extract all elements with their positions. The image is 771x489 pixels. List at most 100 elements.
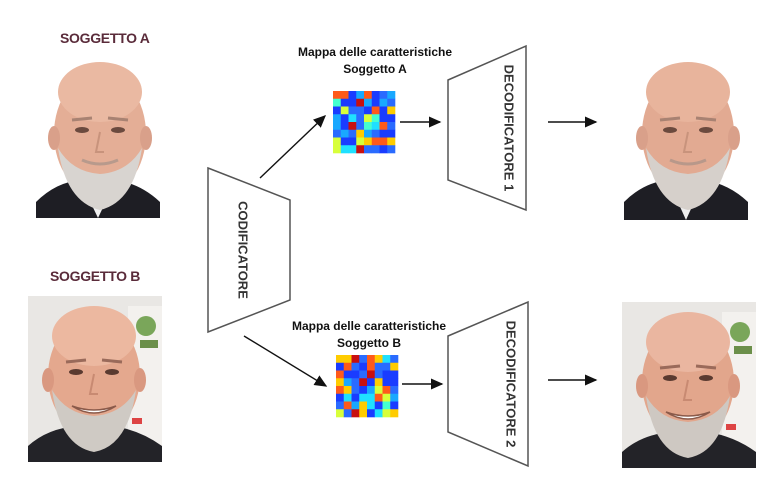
heatmap-cell [356, 137, 365, 146]
heatmap-cell [356, 114, 365, 123]
heatmap-cell [348, 145, 357, 154]
heatmap-cell [371, 98, 380, 107]
heatmap-cell [371, 122, 380, 131]
heatmap-cell [336, 393, 345, 402]
heatmap-cell [371, 106, 380, 115]
heatmap-cell [379, 106, 388, 115]
heatmap-cell [371, 91, 380, 100]
heatmap-cell [333, 106, 342, 115]
heatmap-cell [351, 401, 360, 410]
heatmap-cell [364, 122, 373, 131]
heatmap-cell [351, 393, 360, 402]
encoder-label: CODIFICATORE [236, 201, 251, 299]
feature-map-b-line2: Soggetto B [337, 336, 401, 350]
heatmap-cell [367, 393, 376, 402]
heatmap-cell [343, 355, 352, 364]
heatmap-cell [367, 362, 376, 371]
feature-map-b-heatmap [336, 355, 399, 418]
heatmap-cell [364, 91, 373, 100]
decoder-1-label: DECODIFICATORE 1 [502, 65, 517, 192]
heatmap-cell [356, 91, 365, 100]
heatmap-cell [351, 386, 360, 395]
heatmap-cell [336, 401, 345, 410]
heatmap-cell [359, 362, 368, 371]
heatmap-cell [390, 401, 399, 410]
heatmap-cell [387, 137, 396, 146]
subject-a-label: SOGGETTO A [60, 30, 150, 46]
heatmap-cell [371, 145, 380, 154]
output-a-photo [624, 50, 748, 220]
encoder-block [207, 166, 291, 334]
heatmap-cell [364, 145, 373, 154]
heatmap-cell [340, 91, 349, 100]
heatmap-cell [367, 355, 376, 364]
arrow-encoder-to-map-b [243, 335, 328, 387]
heatmap-cell [379, 137, 388, 146]
heatmap-cell [343, 370, 352, 379]
feature-map-a-title: Mappa delle caratteristiche Soggetto A [280, 44, 470, 78]
heatmap-cell [343, 386, 352, 395]
heatmap-cell [351, 378, 360, 387]
heatmap-cell [336, 386, 345, 395]
heatmap-cell [387, 98, 396, 107]
heatmap-cell [359, 393, 368, 402]
heatmap-cell [382, 386, 391, 395]
heatmap-cell [340, 122, 349, 131]
heatmap-cell [371, 137, 380, 146]
heatmap-cell [379, 91, 388, 100]
heatmap-cell [390, 362, 399, 371]
heatmap-cell [333, 129, 342, 138]
heatmap-cell [340, 98, 349, 107]
heatmap-cell [336, 370, 345, 379]
heatmap-cell [374, 370, 383, 379]
heatmap-cell [374, 409, 383, 418]
heatmap-cell [359, 386, 368, 395]
heatmap-cell [387, 91, 396, 100]
heatmap-cell [348, 91, 357, 100]
heatmap-cell [367, 370, 376, 379]
heatmap-cell [367, 401, 376, 410]
heatmap-cell [379, 129, 388, 138]
arrow-encoder-to-map-a [259, 115, 327, 179]
heatmap-cell [343, 378, 352, 387]
heatmap-cell [382, 409, 391, 418]
feature-map-a-line1: Mappa delle caratteristiche [297, 45, 453, 59]
heatmap-cell [340, 114, 349, 123]
heatmap-cell [379, 145, 388, 154]
heatmap-cell [343, 362, 352, 371]
heatmap-cell [371, 114, 380, 123]
heatmap-cell [343, 409, 352, 418]
heatmap-cell [359, 409, 368, 418]
heatmap-cell [340, 145, 349, 154]
heatmap-cell [374, 378, 383, 387]
subject-b-label: SOGGETTO B [50, 268, 141, 284]
heatmap-cell [367, 378, 376, 387]
heatmap-cell [379, 122, 388, 131]
heatmap-cell [382, 378, 391, 387]
heatmap-cell [351, 362, 360, 371]
heatmap-cell [382, 370, 391, 379]
heatmap-cell [374, 355, 383, 364]
feature-map-b-title: Mappa delle caratteristiche Soggetto B [274, 318, 464, 352]
heatmap-cell [367, 386, 376, 395]
heatmap-cell [351, 409, 360, 418]
output-b-photo [622, 302, 756, 468]
heatmap-cell [348, 122, 357, 131]
heatmap-cell [364, 129, 373, 138]
heatmap-cell [359, 401, 368, 410]
heatmap-cell [390, 409, 399, 418]
subject-b-photo [28, 296, 162, 462]
heatmap-cell [382, 362, 391, 371]
heatmap-cell [336, 378, 345, 387]
heatmap-cell [356, 98, 365, 107]
heatmap-cell [382, 393, 391, 402]
heatmap-cell [333, 137, 342, 146]
heatmap-cell [333, 98, 342, 107]
heatmap-cell [387, 114, 396, 123]
heatmap-cell [340, 106, 349, 115]
heatmap-cell [336, 355, 345, 364]
heatmap-cell [390, 370, 399, 379]
heatmap-cell [351, 370, 360, 379]
heatmap-cell [379, 98, 388, 107]
